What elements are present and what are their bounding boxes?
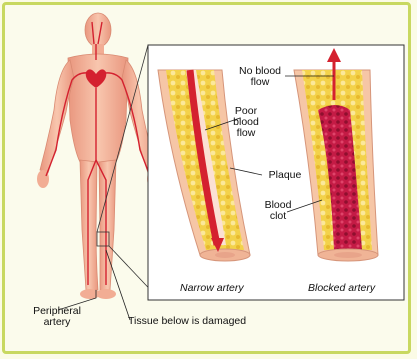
human-body-figure: [37, 13, 159, 299]
label-peripheral-artery: Peripheral artery: [28, 306, 86, 328]
caption-blocked-artery: Blocked artery: [308, 282, 375, 294]
label-plaque: Plaque: [260, 170, 310, 181]
label-poor-blood-flow: Poor blood flow: [226, 106, 266, 139]
label-blood-clot: Blood clot: [258, 200, 298, 222]
label-tissue-damaged: Tissue below is damaged: [128, 316, 288, 327]
label-no-blood-flow: No blood flow: [235, 66, 285, 88]
caption-narrow-artery: Narrow artery: [180, 282, 244, 294]
